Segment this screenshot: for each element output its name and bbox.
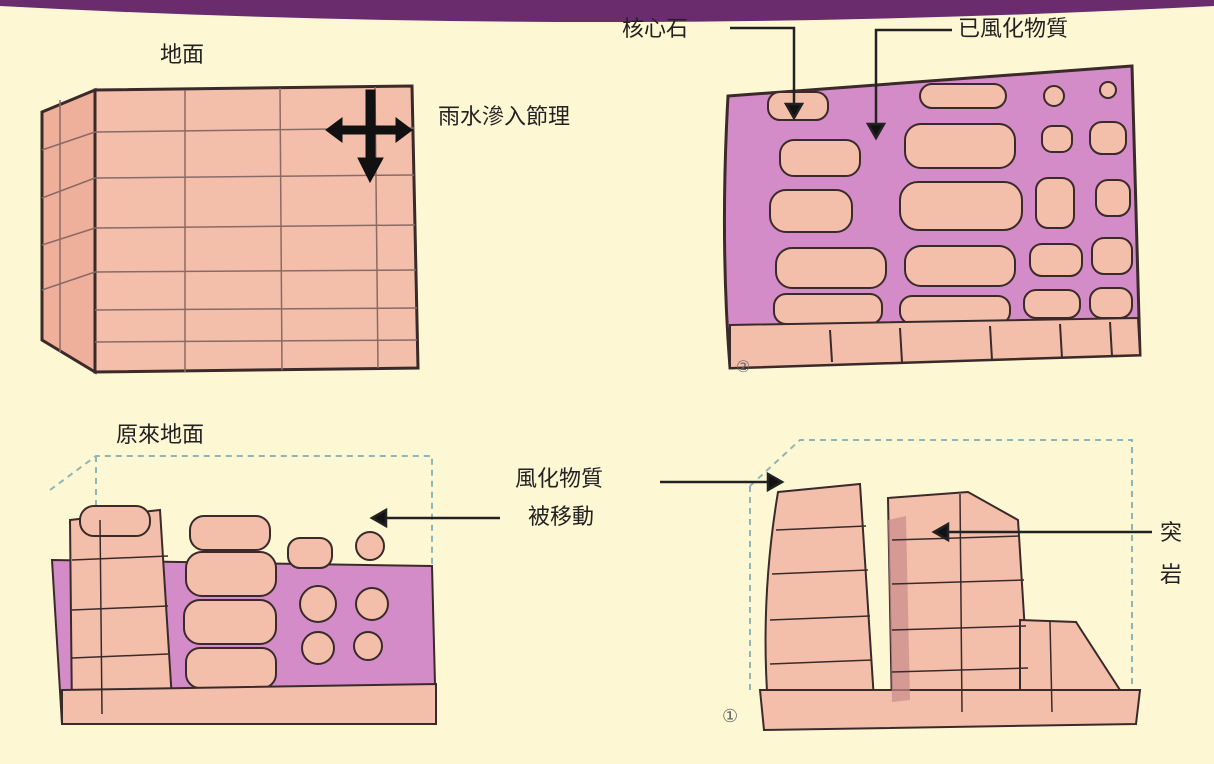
remaining-corestones	[62, 506, 436, 724]
original-ground-label: 原來地面	[116, 423, 204, 448]
panel-tor: 突 岩 ①	[660, 440, 1182, 730]
removed-label-line1: 風化物質	[515, 467, 603, 492]
tor-rock-stacks	[760, 484, 1140, 730]
marker-1: ①	[722, 706, 738, 727]
rain-seep-label: 雨水滲入節理	[438, 105, 570, 130]
ground-label: 地面	[160, 43, 204, 68]
panel-weathered-block: 核心石 已風化物質 ②	[622, 17, 1140, 376]
panel-removal: 原來地面	[50, 423, 500, 724]
tor-removed-arrow	[660, 474, 782, 490]
tor-label-2: 岩	[1160, 563, 1182, 588]
removal-arrow	[372, 510, 500, 526]
weathered-material-label: 已風化物質	[958, 17, 1068, 42]
marker-2: ②	[736, 357, 750, 376]
tor-label-1: 突	[1160, 521, 1182, 546]
panel-jointed-block: 地面 雨水滲入節理	[42, 43, 570, 372]
removed-label-line2: 被移動	[528, 505, 594, 530]
core-stone-label: 核心石	[622, 17, 688, 42]
